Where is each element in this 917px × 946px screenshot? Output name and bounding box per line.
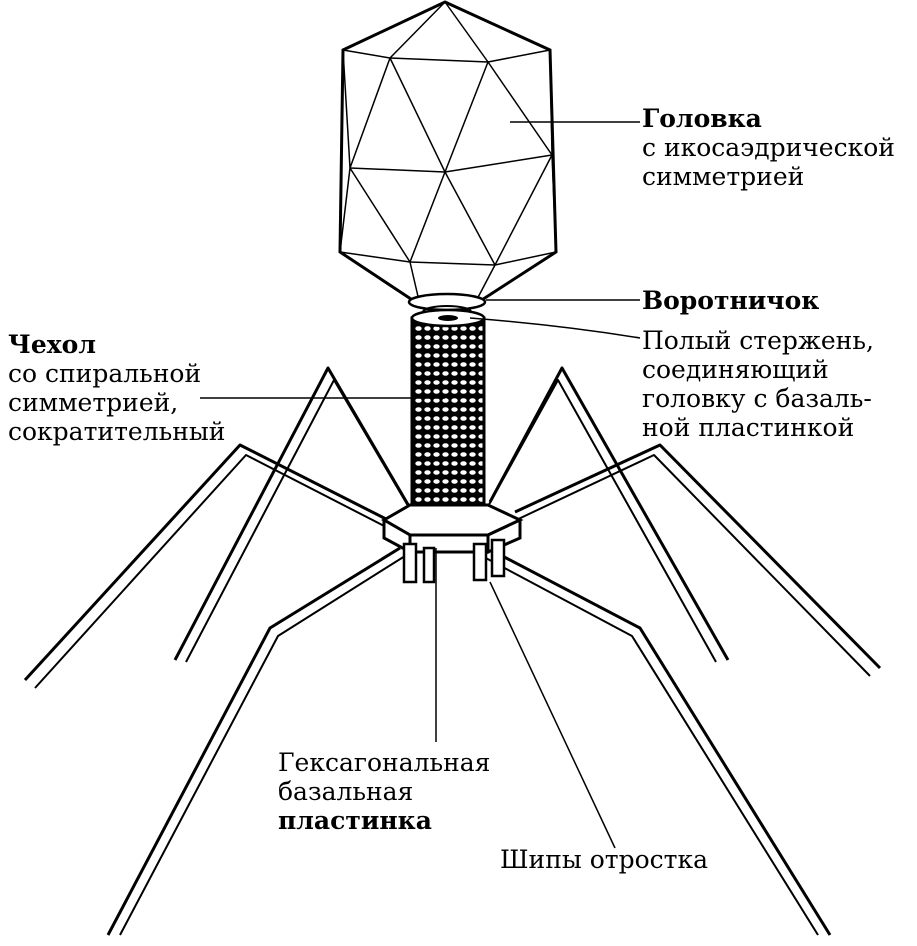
label-baseplate-line2: базальная bbox=[278, 777, 414, 806]
tail-fiber-right-front-inner bbox=[481, 555, 819, 936]
hexagonal-baseplate bbox=[380, 503, 524, 584]
tail-fiber-left-mid bbox=[23, 443, 389, 682]
leader-lines bbox=[200, 121, 641, 849]
tail-spikes bbox=[402, 538, 506, 584]
label-baseplate-line3: пластинка bbox=[278, 806, 432, 835]
label-head-line2: с икосаэдрической bbox=[642, 133, 895, 162]
tail-fiber-right-back-inner bbox=[485, 379, 717, 663]
label-head: Головка с икосаэдрической симметрией bbox=[642, 104, 895, 191]
tail-fiber-left-front bbox=[106, 546, 401, 936]
tail-fiber-left-front-inner bbox=[119, 555, 406, 936]
leader-rod bbox=[469, 317, 641, 339]
label-rod: Полый стержень, соединяющий головку с ба… bbox=[642, 326, 874, 442]
tail-fiber-right-mid bbox=[514, 443, 882, 670]
label-baseplate-line1: Гексагональная bbox=[278, 748, 491, 777]
label-sheath-title: Чехол bbox=[8, 330, 96, 359]
label-rod-line4: ной пластинкой bbox=[642, 413, 855, 442]
label-rod-line2: соединяющий bbox=[642, 355, 829, 384]
tail-fiber-right-front bbox=[486, 546, 832, 936]
label-baseplate: Гексагональная базальная пластинка bbox=[278, 748, 490, 835]
label-head-title: Головка bbox=[642, 104, 762, 133]
label-rod-line3: головку с базаль- bbox=[642, 384, 872, 413]
label-spikes: Шипы отростка bbox=[500, 845, 708, 874]
label-collar: Воротничок bbox=[642, 286, 820, 315]
label-head-line3: симметрией bbox=[642, 162, 805, 191]
label-sheath-line3: симметрией, bbox=[8, 388, 179, 417]
tail-fiber-right-mid-inner bbox=[511, 454, 871, 677]
tail-fiber-left-back-inner bbox=[185, 379, 415, 663]
label-sheath-line4: сократительный bbox=[8, 417, 226, 446]
contractile-sheath bbox=[410, 308, 486, 530]
label-sheath: Чехол со спиральной симметрией, сократит… bbox=[8, 330, 225, 446]
tail-fiber-right-back bbox=[488, 366, 730, 661]
tail-fibers bbox=[23, 366, 882, 936]
tail-fiber-left-mid-inner bbox=[34, 454, 393, 689]
icosahedral-head bbox=[338, 0, 558, 307]
label-rod-line1: Полый стержень, bbox=[642, 326, 874, 355]
label-sheath-line2: со спиральной bbox=[8, 359, 202, 388]
leader-spikes bbox=[489, 581, 616, 849]
